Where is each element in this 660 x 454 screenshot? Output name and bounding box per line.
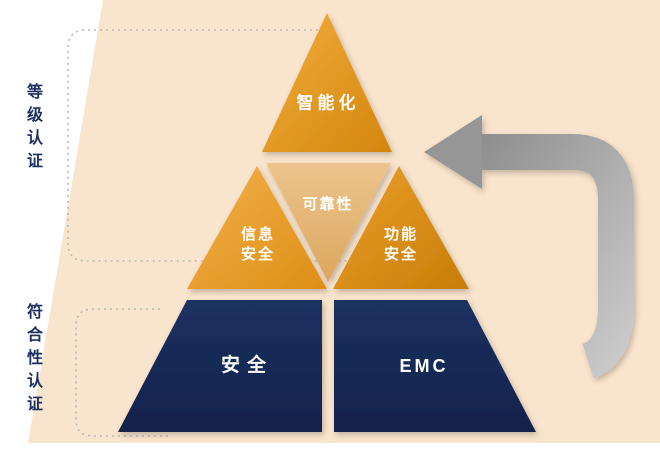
conformity-cert-dotted-outline: [75, 308, 168, 437]
triangle-information-security: [187, 166, 327, 289]
trapezoid-emc: [334, 300, 536, 432]
triangle-reliability: [266, 163, 391, 282]
curved-arrow: [424, 115, 634, 379]
curved-arrow-head-icon: [424, 115, 482, 189]
trapezoid-safety: [118, 300, 322, 432]
curved-arrow-body: [476, 134, 634, 379]
triangle-intelligence: [262, 13, 392, 152]
triangle-functional-safety: [333, 166, 469, 289]
